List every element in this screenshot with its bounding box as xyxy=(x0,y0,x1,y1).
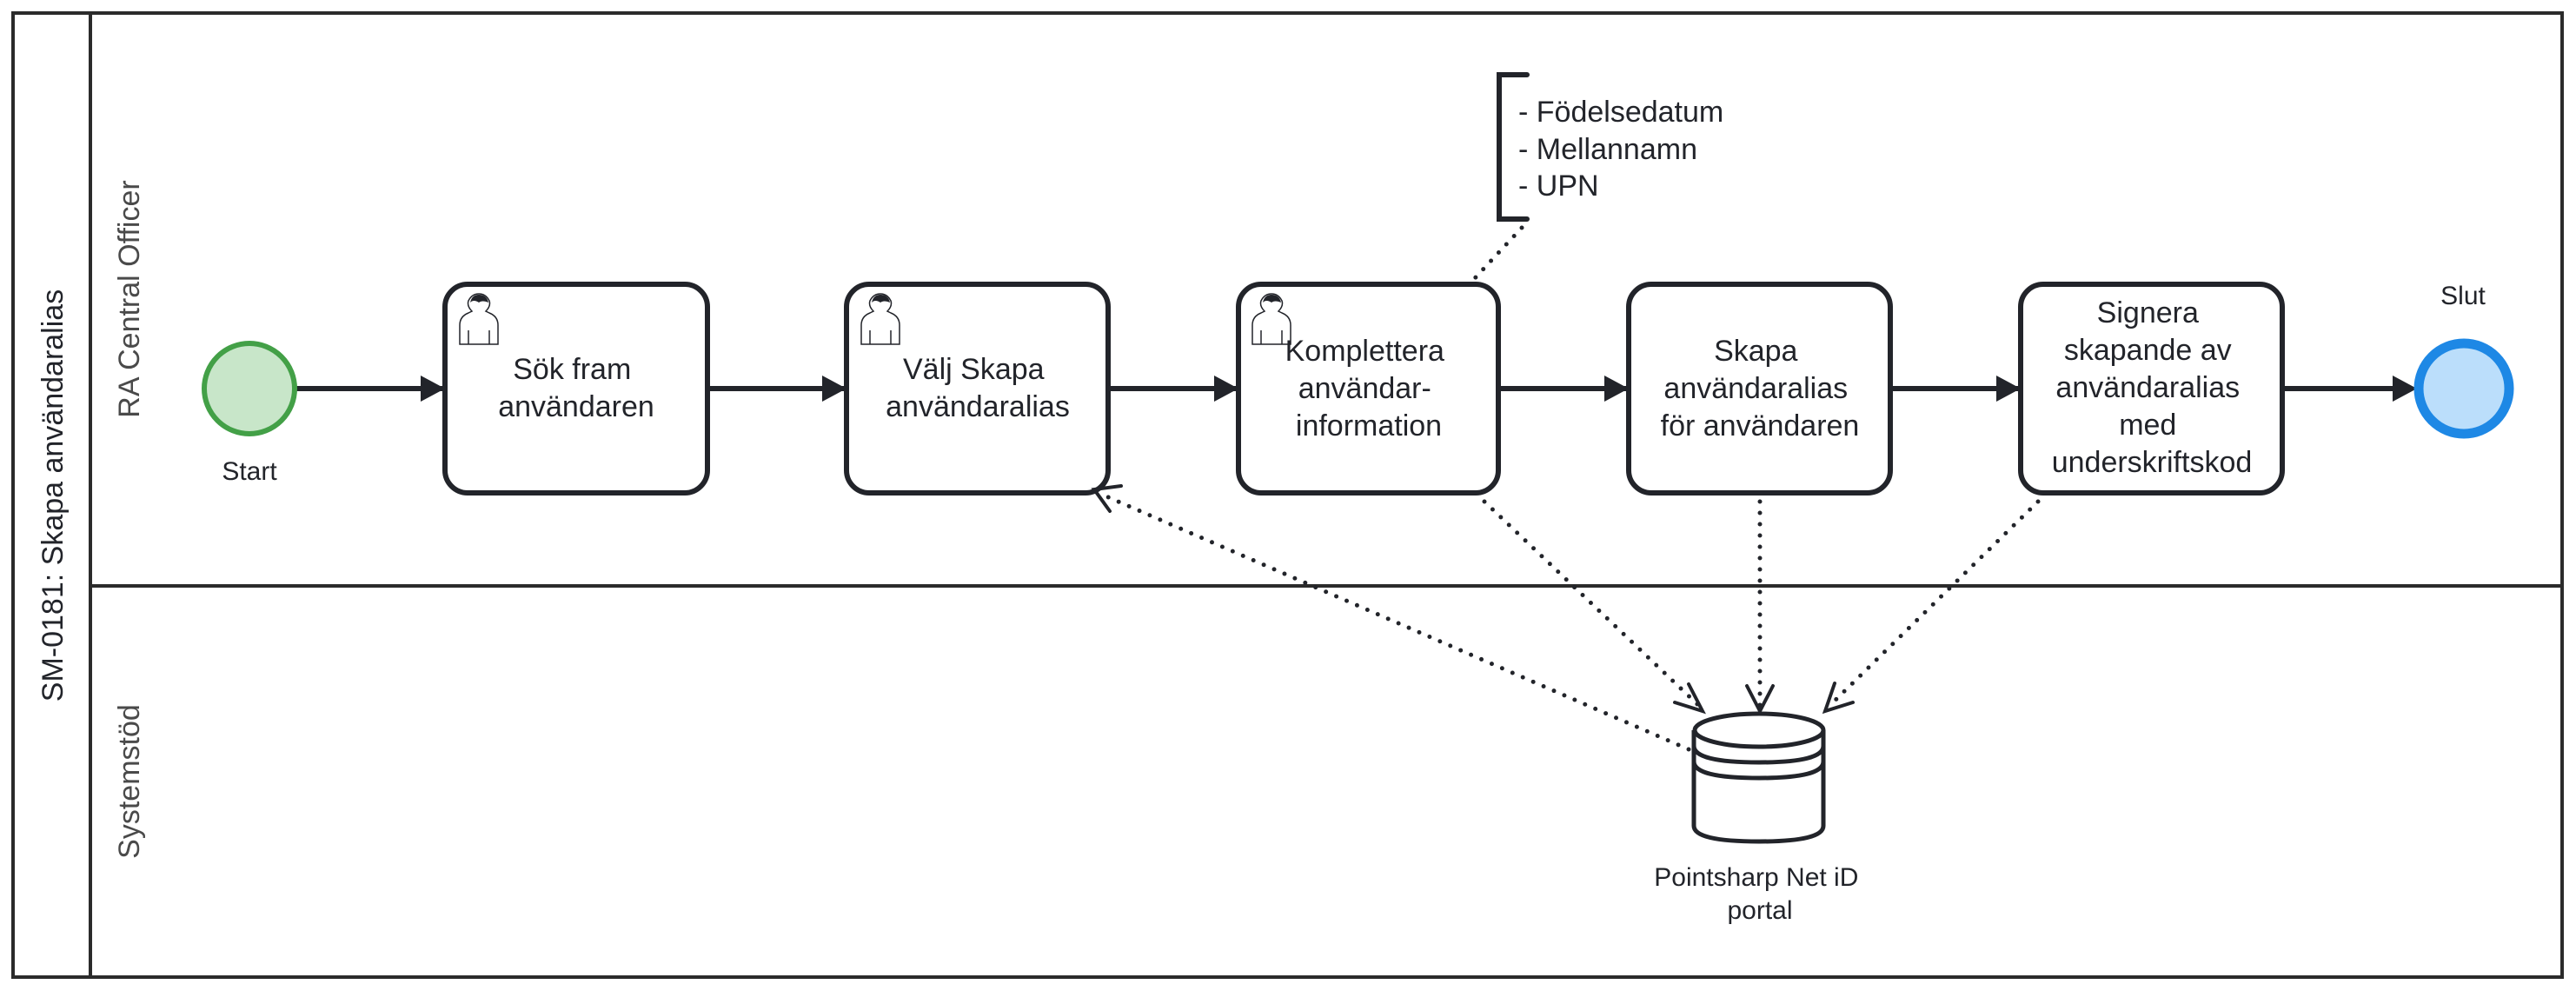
arrowhead-icon xyxy=(1996,376,2021,402)
user-icon xyxy=(1251,293,1291,345)
arrowhead-icon xyxy=(421,376,445,402)
annotation-bracket xyxy=(1497,72,1530,222)
association-task5-to-store[interactable] xyxy=(1827,499,2041,708)
association-store-to-task2[interactable] xyxy=(1098,491,1691,752)
task-label: Sök fram användaren xyxy=(498,353,654,423)
text-annotation[interactable]: - Födelsedatum - Mellannamn - UPN xyxy=(1472,72,1732,281)
start-event[interactable]: Start xyxy=(202,341,297,486)
arrowhead-icon xyxy=(822,376,846,402)
task-skapa-anvandaralias[interactable]: Skapa användaralias för användaren xyxy=(1626,282,1893,496)
pool-frame xyxy=(11,11,2564,979)
user-icon xyxy=(860,293,900,345)
annotation-association[interactable] xyxy=(1472,225,1524,281)
task-label: Välj Skapa användaralias xyxy=(886,353,1070,423)
task-label: Skapa användaralias för användaren xyxy=(1661,335,1860,442)
task-box xyxy=(2018,282,2285,496)
open-arrowhead-icon xyxy=(1091,484,1123,513)
arrowhead-icon xyxy=(1604,376,1629,402)
data-associations xyxy=(1091,484,2041,752)
pool[interactable]: SM-0181: Skapa användaralias xyxy=(11,11,2564,979)
lane-label-ra-central-officer: RA Central Officer xyxy=(113,180,146,417)
data-store-pointsharp[interactable]: Pointsharp Net iD portal xyxy=(1654,711,1865,925)
task-valj-skapa-anvandaralias[interactable]: Välj Skapa användaralias xyxy=(844,282,1111,496)
open-arrowhead-icon xyxy=(1673,682,1706,715)
association-task3-to-store[interactable] xyxy=(1482,499,1702,708)
lane-label-systemstod: Systemstöd xyxy=(113,704,146,859)
arrowhead-icon xyxy=(2393,376,2417,402)
end-event[interactable]: Slut xyxy=(2413,282,2514,439)
lane-systemstod[interactable]: Systemstöd xyxy=(113,704,146,859)
task-sok-fram-anvandaren[interactable]: Sök fram användaren xyxy=(442,282,710,496)
end-event-label: Slut xyxy=(2440,282,2486,310)
pool-title: SM-0181: Skapa användaralias xyxy=(37,289,70,702)
task-signera-skapande[interactable]: Signera skapande av användaralias med un… xyxy=(2018,282,2285,496)
sequence-flows xyxy=(295,376,2417,402)
task-box xyxy=(844,282,1111,496)
open-arrowhead-icon xyxy=(1745,684,1775,715)
end-event-circle xyxy=(2413,338,2514,439)
database-icon xyxy=(1691,711,1826,844)
arrowhead-icon xyxy=(1214,376,1238,402)
user-icon xyxy=(459,293,499,345)
task-box xyxy=(1236,282,1501,496)
task-label: Komplettera användar- information xyxy=(1285,335,1453,442)
start-event-circle xyxy=(202,341,297,436)
task-box xyxy=(442,282,710,496)
open-arrowhead-icon xyxy=(1822,682,1855,715)
task-komplettera-anvandarinformation[interactable]: Komplettera användar- information xyxy=(1236,282,1501,496)
task-box xyxy=(1626,282,1893,496)
lane-ra-central-officer[interactable]: RA Central Officer xyxy=(113,180,146,417)
task-label: Signera skapande av användaralias med un… xyxy=(2052,296,2253,479)
annotation-text: - Födelsedatum - Mellannamn - UPN xyxy=(1518,96,1732,203)
data-store-label: Pointsharp Net iD portal xyxy=(1654,863,1865,925)
start-event-label: Start xyxy=(222,457,277,486)
